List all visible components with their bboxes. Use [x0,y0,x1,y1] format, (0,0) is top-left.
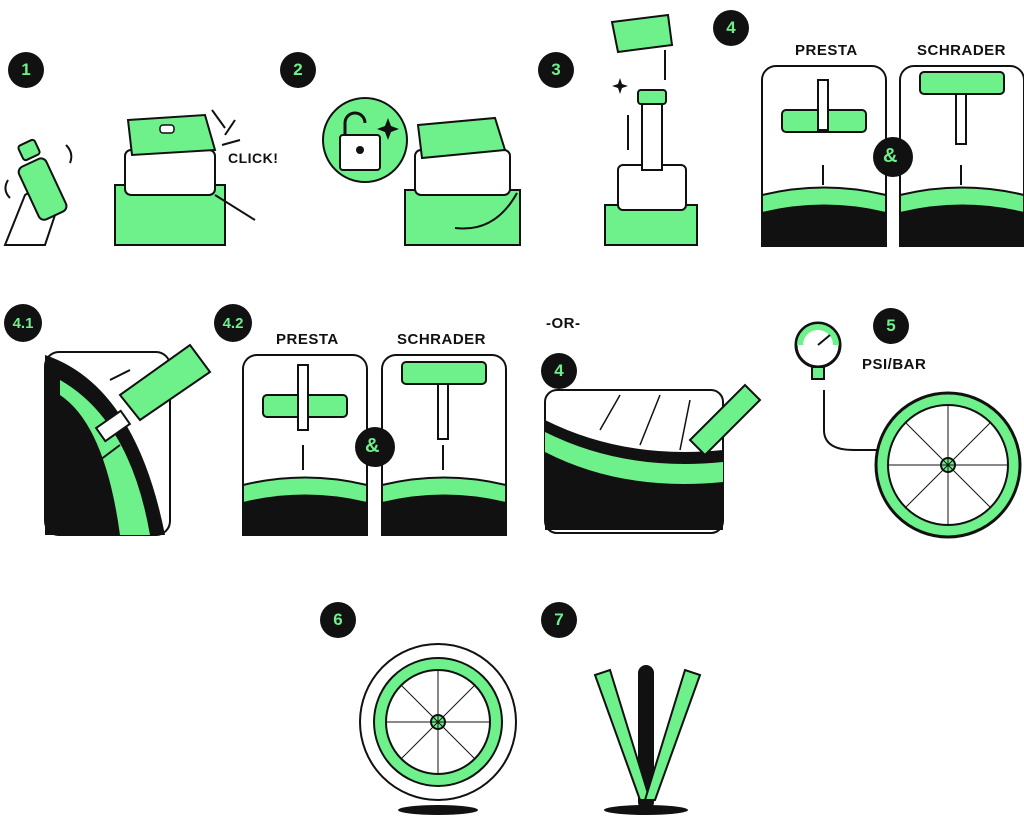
step6-rotate-wheel [359,643,517,815]
click-label: CLICK! [228,150,279,166]
step42-schrader-panel [381,354,507,536]
step7-tilt-wheel [593,665,702,815]
step42-presta-panel [242,354,368,536]
step1-valve-cap-click [114,109,256,246]
step-badge-7: 7 [541,602,577,638]
step-badge-4-alt: 4 [541,353,577,389]
step2-unlock-rotate [322,97,521,246]
step-badge-5: 5 [873,308,909,344]
step-badge-1: 1 [8,52,44,88]
step4-alt-sealant-into-tire [544,383,762,534]
step-badge-4-1: 4.1 [4,304,42,342]
step3-remove-valve-core [604,13,698,246]
step5-pressure-gauge-wheel [794,321,1022,539]
step-badge-2: 2 [280,52,316,88]
and-circle-top [873,137,913,177]
schrader-label-mid: SCHRADER [397,331,487,348]
psi-bar-label: PSI/BAR [862,356,927,373]
ampersand-top: & [883,145,898,167]
step1-hand-shaking-bottle [3,138,73,246]
step-badge-4: 4 [713,10,749,46]
step4-schrader-panel [899,65,1024,247]
step-badge-3: 3 [538,52,574,88]
presta-label-top: PRESTA [795,42,858,59]
and-circle-mid [355,427,395,467]
step4-presta-panel [761,65,887,247]
presta-label-mid: PRESTA [276,331,339,348]
step-badge-4-2: 4.2 [214,304,252,342]
ampersand-mid: & [365,435,380,457]
step-badge-6: 6 [320,602,356,638]
schrader-label-top: SCHRADER [917,42,1007,59]
or-label: -OR- [546,315,581,332]
step41-sealant-into-tire [44,343,212,536]
